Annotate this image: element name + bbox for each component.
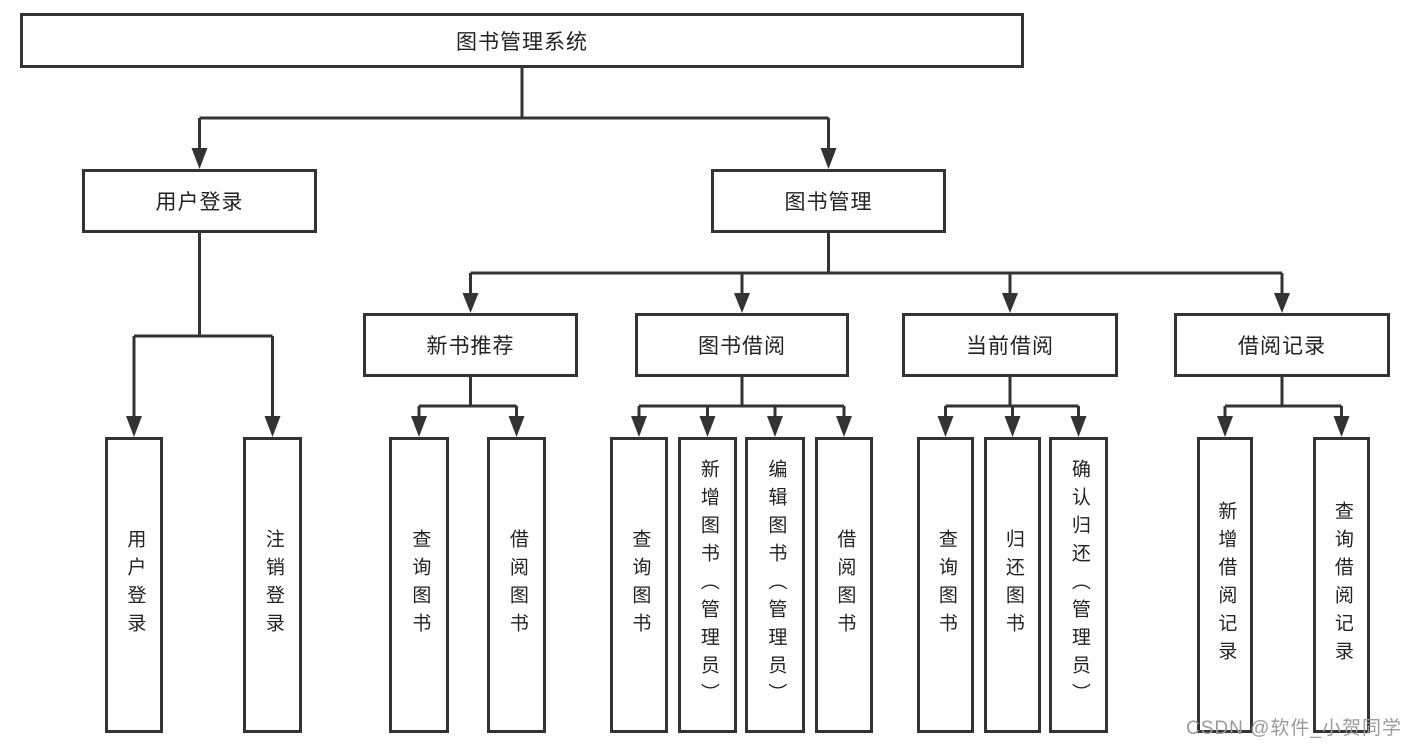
node-book-borrow: 图书借阅 bbox=[635, 313, 849, 377]
node-query-books-leaf-3: 查询图书 bbox=[917, 437, 974, 733]
node-label: 查询图书 bbox=[409, 529, 431, 641]
node-label: 确认归还（管理员） bbox=[1068, 459, 1090, 711]
node-label: 新增图书（管理员） bbox=[697, 459, 719, 711]
node-new-book-recommend: 新书推荐 bbox=[363, 313, 578, 377]
node-label: 新增借阅记录 bbox=[1215, 501, 1237, 669]
connector-book-borrow bbox=[631, 377, 852, 437]
node-borrow-books-leaf-2: 借阅图书 bbox=[815, 437, 873, 733]
node-label: 借阅图书 bbox=[834, 529, 856, 641]
connector-user-login bbox=[126, 233, 281, 437]
node-query-books-leaf-1: 查询图书 bbox=[389, 437, 449, 733]
node-add-books-admin-leaf: 新增图书（管理员） bbox=[678, 437, 737, 733]
node-label: 查询图书 bbox=[629, 529, 651, 641]
node-label: 注销登录 bbox=[262, 529, 284, 641]
connector-borrow-record bbox=[1217, 377, 1350, 437]
node-borrow-record: 借阅记录 bbox=[1174, 313, 1390, 377]
node-return-books-leaf: 归还图书 bbox=[984, 437, 1041, 733]
node-label: 编辑图书（管理员） bbox=[765, 459, 787, 711]
connector-current-borrow bbox=[937, 377, 1087, 437]
node-add-borrow-record-leaf: 新增借阅记录 bbox=[1197, 437, 1253, 733]
node-book-management: 图书管理 bbox=[711, 169, 946, 233]
connector-new-book bbox=[411, 377, 525, 437]
node-borrow-books-leaf-1: 借阅图书 bbox=[487, 437, 546, 733]
node-logout-leaf: 注销登录 bbox=[243, 437, 302, 733]
node-query-books-leaf-2: 查询图书 bbox=[610, 437, 668, 733]
node-current-borrow: 当前借阅 bbox=[902, 313, 1118, 377]
node-user-login-leaf: 用户登录 bbox=[105, 437, 163, 733]
node-edit-books-admin-leaf: 编辑图书（管理员） bbox=[745, 437, 805, 733]
connector-book-management bbox=[462, 233, 1290, 313]
node-label: 借阅图书 bbox=[506, 529, 528, 641]
node-confirm-return-admin-leaf: 确认归还（管理员） bbox=[1049, 437, 1108, 733]
node-query-borrow-record-leaf: 查询借阅记录 bbox=[1313, 437, 1370, 733]
watermark-text: CSDN @软件_小贺同学 bbox=[1186, 718, 1402, 739]
node-label: 查询图书 bbox=[935, 529, 957, 641]
connector-root bbox=[191, 68, 837, 169]
node-label: 查询借阅记录 bbox=[1331, 501, 1353, 669]
node-user-login: 用户登录 bbox=[82, 169, 317, 233]
node-label: 用户登录 bbox=[124, 529, 146, 641]
node-label: 归还图书 bbox=[1002, 529, 1024, 641]
node-root-system: 图书管理系统 bbox=[20, 13, 1024, 68]
